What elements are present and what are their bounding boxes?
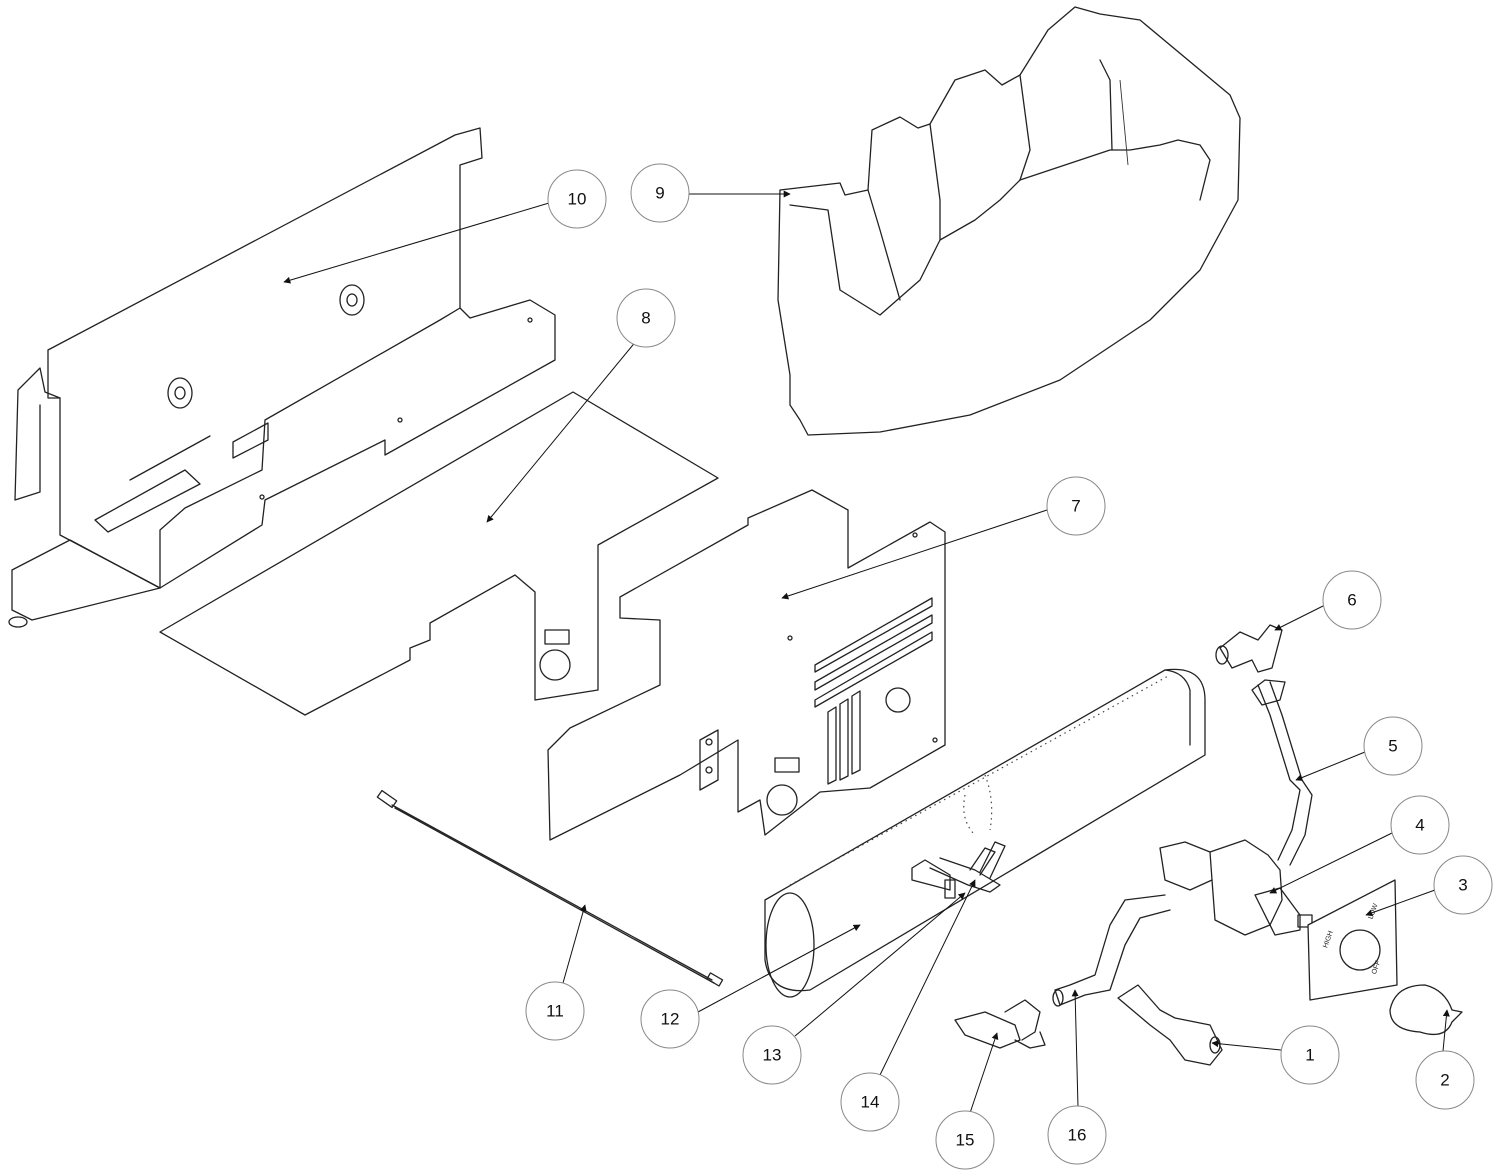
part-5-gas-tube	[1251, 679, 1313, 866]
callout-9-label: 9	[655, 184, 664, 203]
callout-6-label: 6	[1347, 591, 1356, 610]
callout-6: 6	[1322, 570, 1382, 630]
callout-13-label: 13	[763, 1046, 782, 1065]
callout-5: 5	[1363, 716, 1423, 776]
callout-10-label: 10	[568, 190, 587, 209]
callout-7-label: 7	[1071, 497, 1080, 516]
callout-14-label: 14	[861, 1093, 880, 1112]
callout-16: 16	[1047, 1105, 1107, 1165]
callout-9: 9	[630, 163, 690, 223]
callout-11: 11	[525, 981, 585, 1041]
callout-3-label: 3	[1458, 876, 1467, 895]
callout-12: 12	[640, 989, 700, 1049]
part-4-valve-body	[1159, 839, 1313, 936]
part-10-housing	[8, 127, 556, 628]
callout-11-label: 11	[546, 1002, 564, 1021]
callout-5-label: 5	[1388, 737, 1397, 756]
callout-4: 4	[1390, 795, 1450, 855]
part-13-14-pilot-assembly	[911, 841, 1006, 899]
part-6-elbow	[1215, 624, 1283, 673]
callout-7: 7	[1046, 476, 1106, 536]
part-16-gas-line	[1052, 894, 1171, 1007]
part-3-valve-plate: LOW HIGH OFF	[1307, 879, 1398, 1001]
callout-8-label: 8	[641, 309, 650, 328]
valve-plate-off: OFF	[1371, 960, 1382, 976]
part-15-tee-fitting	[954, 999, 1046, 1049]
part-11-wire	[376, 789, 724, 987]
callout-8: 8	[616, 288, 676, 348]
part-9-log	[777, 6, 1241, 436]
callout-3: 3	[1433, 855, 1493, 915]
part-8-floor-plate	[159, 391, 719, 716]
part-7-rear-panel	[547, 489, 946, 841]
callout-13: 13	[742, 1025, 802, 1085]
callout-12-label: 12	[661, 1010, 680, 1029]
callout-2: 2	[1415, 1050, 1475, 1110]
callout-4-label: 4	[1415, 816, 1424, 835]
callout-16-label: 16	[1068, 1126, 1087, 1145]
callout-2-label: 2	[1440, 1071, 1449, 1090]
callout-1-label: 1	[1305, 1046, 1314, 1065]
callout-15-label: 15	[956, 1131, 975, 1150]
part-2-knob	[1389, 984, 1463, 1036]
callout-1: 1	[1280, 1025, 1340, 1085]
callout-15: 15	[935, 1110, 995, 1170]
callout-10: 10	[547, 169, 607, 229]
part-1-orifice	[1117, 984, 1223, 1066]
leader-lines	[283, 190, 1450, 1114]
callout-14: 14	[840, 1072, 900, 1132]
part-12-burner-tube	[764, 668, 1206, 998]
